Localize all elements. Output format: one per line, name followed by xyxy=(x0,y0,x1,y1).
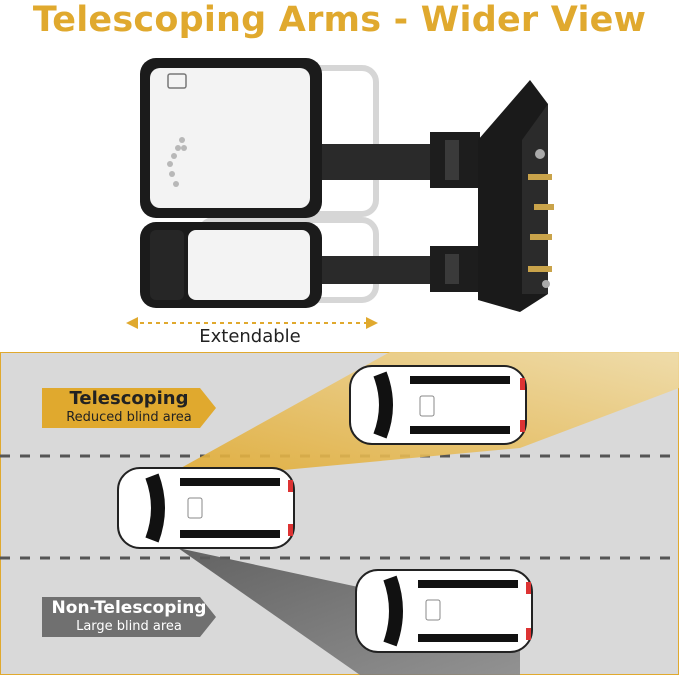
arm-lower xyxy=(300,246,480,292)
blind-spot-diagram xyxy=(0,352,679,675)
telescoping-tag: Telescoping Reduced blind area xyxy=(42,388,216,428)
telescoping-tag-bg xyxy=(42,388,216,428)
mirror-illustration xyxy=(126,58,554,329)
non-telescoping-sublabel: Large blind area xyxy=(76,619,182,634)
mirror-housing xyxy=(140,58,322,308)
page-title: Telescoping Arms - Wider View xyxy=(32,0,647,40)
non-telescoping-tag: Non-Telescoping Large blind area xyxy=(42,597,216,637)
car-bottom xyxy=(355,569,533,653)
non-telescoping-label: Non-Telescoping xyxy=(51,598,207,618)
telescoping-label: Telescoping xyxy=(69,388,189,409)
extend-arrow xyxy=(126,317,378,329)
mount-base xyxy=(478,80,554,312)
non-telescoping-tag-bg xyxy=(42,597,216,637)
car-middle xyxy=(117,467,295,549)
telescoping-sublabel: Reduced blind area xyxy=(66,410,192,425)
arm-upper xyxy=(300,132,480,188)
car-top xyxy=(349,365,527,445)
extendable-label: Extendable xyxy=(199,326,301,347)
